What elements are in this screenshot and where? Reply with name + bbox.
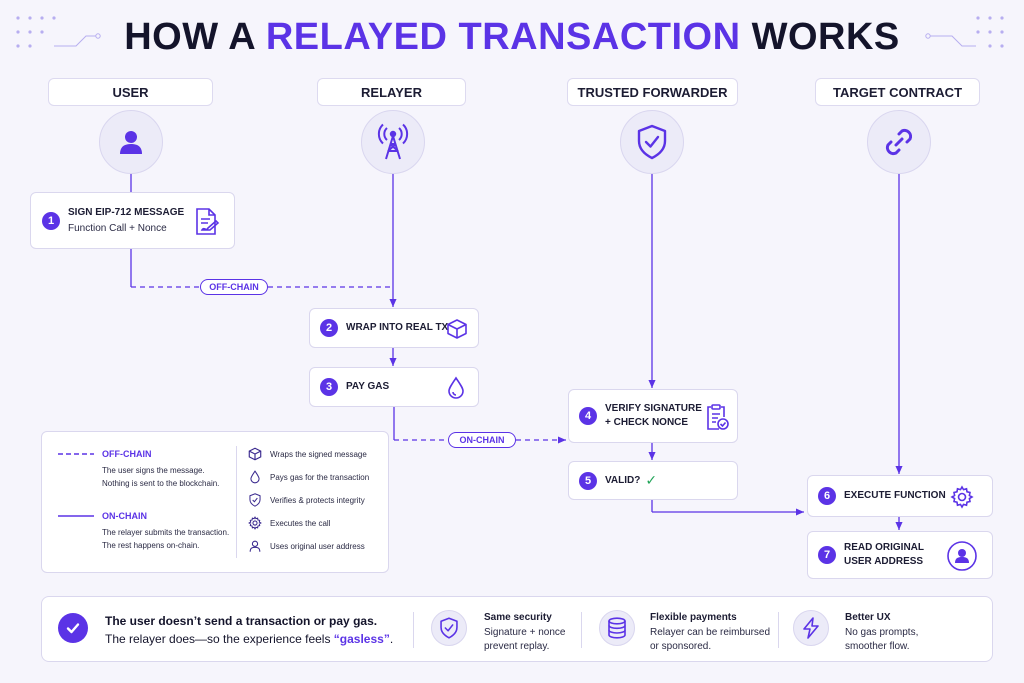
step-4-title-line2: + CHECK NONCE [605, 417, 689, 428]
footer-divider [413, 612, 414, 648]
user-icon [99, 110, 163, 174]
footer-col-1-title: Same security [484, 612, 552, 623]
user-badge-icon [947, 541, 977, 571]
lane-header-trusted-forwarder: TRUSTED FORWARDER [567, 78, 738, 106]
antenna-icon [361, 110, 425, 174]
step-number: 5 [579, 471, 597, 490]
document-sign-icon [196, 208, 220, 235]
legend-offchain-line2: Nothing is sent to the blockchain. [102, 479, 220, 488]
lane-header-target-contract: TARGET CONTRACT [815, 78, 980, 106]
footer-col-1-line2: prevent replay. [484, 641, 550, 652]
gear-icon [950, 485, 974, 509]
shield-icon [249, 493, 261, 507]
on-chain-tag: ON-CHAIN [448, 432, 516, 448]
check-circle-icon [58, 613, 88, 643]
footer-col-2-line1: Relayer can be reimbursed [650, 627, 771, 638]
decor-dots-left [16, 16, 101, 48]
off-chain-tag: OFF-CHAIN [200, 279, 268, 295]
footer-col-3-line1: No gas prompts, [845, 627, 919, 638]
legend-item: Verifies & protects integrity [248, 493, 365, 507]
step-6-card: 6 EXECUTE FUNCTION [807, 475, 993, 517]
decor-dots-right [925, 16, 1004, 48]
legend-item-text: Uses original user address [270, 541, 365, 551]
step-1-card: 1 SIGN EIP-712 MESSAGE Function Call + N… [30, 192, 235, 249]
step-7-card: 7 READ ORIGINAL USER ADDRESS [807, 531, 993, 579]
legend-item: Executes the call [248, 516, 330, 530]
step-number: 7 [818, 546, 836, 564]
legend-item: Uses original user address [248, 539, 365, 553]
title-accent: RELAYED TRANSACTION [265, 16, 741, 58]
footer-main-bold: The user doesn’t send a transaction or p… [105, 614, 378, 628]
footer-main-accent: “gasless” [333, 632, 390, 646]
step-1-subtitle: Function Call + Nonce [68, 222, 167, 234]
cube-icon [248, 447, 262, 461]
step-5-card: 5 VALID? ✓ [568, 461, 738, 500]
step-7-title-line2: USER ADDRESS [844, 556, 924, 567]
step-1-title: SIGN EIP-712 MESSAGE [68, 206, 185, 218]
step-2-title: WRAP INTO REAL TX [346, 322, 449, 333]
legend-item: Pays gas for the transaction [248, 470, 369, 484]
footer-col-3-title: Better UX [845, 612, 891, 623]
lane-header-relayer: RELAYER [317, 78, 466, 106]
footer-summary [41, 596, 993, 662]
gas-drop-icon [250, 470, 260, 484]
step-6-title: EXECUTE FUNCTION [844, 490, 946, 501]
step-3-card: 3 PAY GAS [309, 367, 479, 407]
footer-divider [778, 612, 779, 648]
footer-main-text: The relayer does—so the experience feels… [105, 632, 393, 646]
step-number: 2 [320, 319, 338, 337]
step-5-title: VALID? [605, 474, 641, 486]
link-icon [867, 110, 931, 174]
user-icon [249, 540, 261, 552]
footer-col-3-line2: smoother flow. [845, 641, 910, 652]
step-4-card: 4 VERIFY SIGNATURE + CHECK NONCE [568, 389, 738, 443]
legend-offchain-title: OFF-CHAIN [102, 449, 152, 459]
page-title: HOW A RELAYED TRANSACTION WORKS [0, 16, 1024, 59]
shield-check-icon [620, 110, 684, 174]
gear-icon [248, 516, 262, 530]
legend-onchain-line1: The relayer submits the transaction. [102, 528, 230, 537]
footer-col-2-title: Flexible payments [650, 612, 737, 623]
legend-onchain-line2: The rest happens on-chain. [102, 541, 200, 550]
legend-item: Wraps the signed message [248, 447, 367, 461]
on-chain-line-sample [58, 515, 94, 517]
step-2-card: 2 WRAP INTO REAL TX [309, 308, 479, 348]
lightning-icon [793, 610, 829, 646]
step-number: 1 [42, 211, 60, 230]
step-4-title: VERIFY SIGNATURE [605, 403, 702, 414]
legend-item-text: Wraps the signed message [270, 449, 367, 459]
step-7-title: READ ORIGINAL [844, 542, 924, 553]
gas-drop-icon [448, 376, 464, 399]
clipboard-check-icon [707, 404, 729, 430]
check-icon: ✓ [645, 472, 658, 488]
step-number: 4 [579, 407, 597, 425]
title-part1: HOW A [124, 16, 255, 58]
shield-check-icon [431, 610, 467, 646]
step-number: 6 [818, 487, 836, 505]
off-chain-line-sample [58, 453, 94, 455]
legend-item-text: Pays gas for the transaction [270, 472, 370, 482]
step-3-title: PAY GAS [346, 381, 390, 392]
lane-header-user: USER [48, 78, 213, 106]
footer-col-1-line1: Signature + nonce [484, 627, 566, 638]
step-number: 3 [320, 378, 338, 396]
footer-main-text-pre: The relayer does—so the experience feels [105, 632, 334, 646]
legend-item-text: Executes the call [270, 518, 331, 528]
footer-col-2-line2: or sponsored. [650, 641, 712, 652]
legend-offchain-line1: The user signs the message. [102, 466, 205, 475]
footer-main-text-post: . [389, 632, 394, 646]
footer-divider [581, 612, 582, 648]
title-part2: WORKS [751, 16, 900, 58]
cube-icon [447, 319, 467, 339]
legend-onchain-title: ON-CHAIN [102, 511, 147, 521]
legend-item-text: Verifies & protects integrity [270, 495, 365, 505]
legend-divider [236, 446, 237, 558]
coins-icon [599, 610, 635, 646]
legend-panel: OFF-CHAIN The user signs the message. No… [41, 431, 389, 573]
